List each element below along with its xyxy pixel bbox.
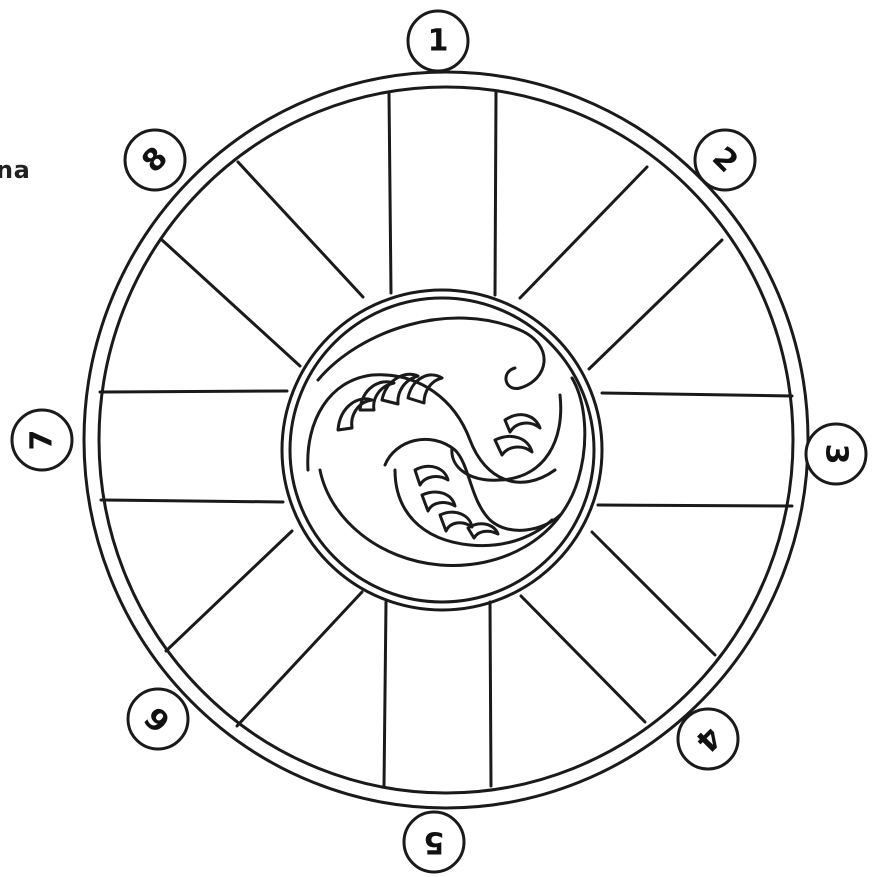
spoke xyxy=(384,602,386,786)
spoke xyxy=(598,505,792,506)
number-label-1: 1 xyxy=(428,24,449,59)
number-label-3: 3 xyxy=(819,444,854,465)
spoke xyxy=(101,500,283,502)
spoke xyxy=(495,92,496,295)
spoke xyxy=(389,93,391,293)
spoke xyxy=(166,531,292,651)
spoke xyxy=(490,602,491,786)
spoke xyxy=(602,393,792,396)
inner-ring xyxy=(99,87,793,793)
spoke xyxy=(521,596,645,722)
spoke xyxy=(520,167,647,298)
spoke xyxy=(162,240,300,366)
outer-ring xyxy=(84,72,808,808)
number-label-7: 7 xyxy=(25,430,60,451)
number-label-5: 5 xyxy=(424,825,445,860)
spoke xyxy=(237,592,362,726)
hub-ring xyxy=(282,290,602,610)
spoke xyxy=(589,240,722,369)
spoke xyxy=(592,532,715,655)
center-swirl xyxy=(308,318,585,566)
hub-ring-inner xyxy=(290,298,594,602)
spoke xyxy=(238,162,363,297)
spoke xyxy=(100,391,287,392)
